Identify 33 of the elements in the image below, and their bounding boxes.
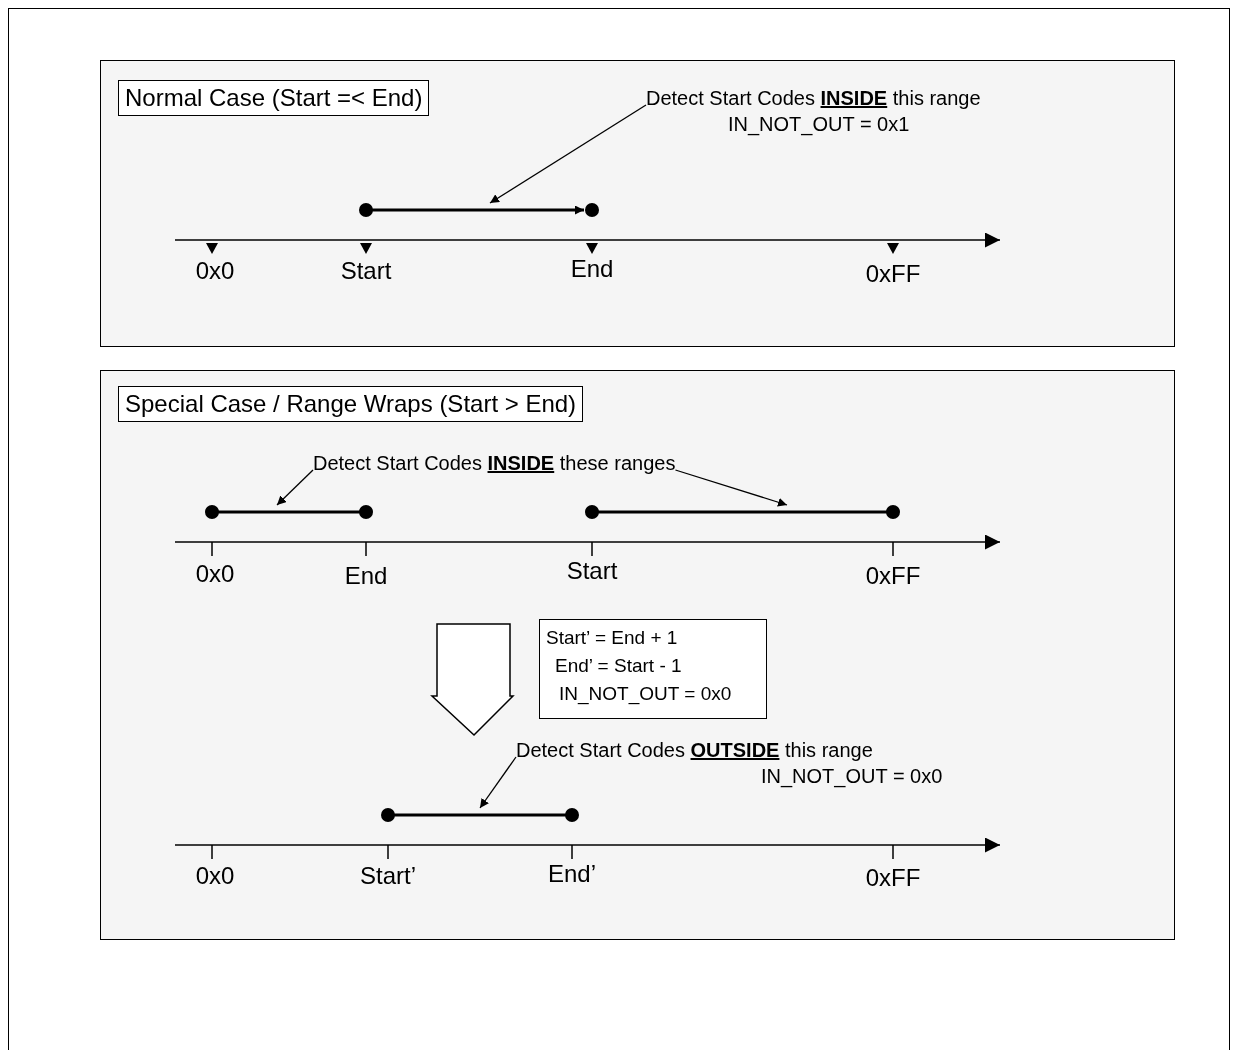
- tick-label: End’: [548, 860, 596, 888]
- diagram-panel: [100, 370, 1175, 940]
- leader-line: [479, 756, 517, 809]
- formula-box: [539, 619, 767, 719]
- tick-label: Start: [340, 257, 392, 285]
- formula-text: IN_NOT_OUT = 0x0: [559, 682, 732, 707]
- tick-label: 0x0: [195, 862, 235, 890]
- range-segment: [585, 505, 900, 519]
- tick-label: 0xFF: [865, 864, 921, 892]
- leader-line: [674, 469, 788, 507]
- leader-line: [276, 469, 314, 506]
- case-title: Special Case / Range Wraps (Start > End): [118, 386, 584, 422]
- annotation-text: Detect Start Codes INSIDE this range: [646, 86, 981, 111]
- annotation-text: Detect Start Codes INSIDE these ranges: [313, 451, 676, 476]
- tick-label: End: [344, 562, 388, 590]
- range-segment: [359, 203, 599, 217]
- diagram-panel: [100, 60, 1175, 347]
- formula-text: End’ = Start - 1: [555, 654, 682, 678]
- tick-label: 0xFF: [865, 260, 921, 288]
- setting-text: IN_NOT_OUT = 0x0: [761, 764, 943, 789]
- range-segment: [205, 505, 373, 519]
- range-segment: [381, 808, 579, 822]
- tick-label: Start: [566, 557, 618, 585]
- formula-text: Start’ = End + 1: [546, 626, 678, 650]
- tick-label: 0x0: [195, 257, 235, 285]
- tick-label: 0xFF: [865, 562, 921, 590]
- tick-label: End: [570, 255, 614, 283]
- leader-line: [489, 104, 647, 204]
- tick-label: 0x0: [195, 560, 235, 588]
- setting-text: IN_NOT_OUT = 0x1: [728, 112, 910, 137]
- tick-label: Start’: [360, 862, 416, 890]
- case-title: Normal Case (Start =< End): [118, 80, 430, 116]
- annotation-text: Detect Start Codes OUTSIDE this range: [516, 738, 873, 763]
